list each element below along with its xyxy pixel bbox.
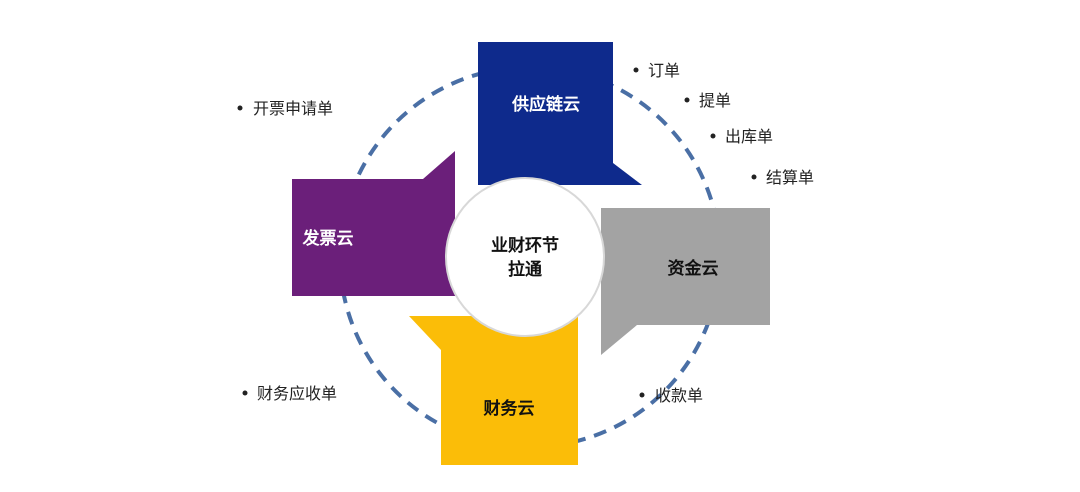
invoice-cloud-label: 发票云 xyxy=(302,228,354,249)
bullet-dot xyxy=(242,390,248,396)
center-circle xyxy=(445,177,605,337)
bullet-item: 结算单 xyxy=(766,168,814,187)
supply-chain-bullet-list: 订单 提单 出库单 结算单 xyxy=(633,61,814,187)
bullet-dot xyxy=(710,133,716,139)
funds-cloud-block: 资金云 xyxy=(601,208,770,355)
bullet-item: 收款单 xyxy=(655,386,703,405)
bullet-dot xyxy=(639,392,645,398)
bullet-dot xyxy=(684,97,690,103)
bullet-item: 开票申请单 xyxy=(253,99,333,118)
bullet-item: 订单 xyxy=(648,61,680,80)
finance-cloud-block: 财务云 xyxy=(409,316,578,465)
funds-cloud-label: 资金云 xyxy=(668,258,719,279)
invoice-bullet-list: 开票申请单 xyxy=(237,99,333,118)
finance-cloud-label: 财务云 xyxy=(483,398,535,419)
bullet-dot xyxy=(633,67,639,73)
finance-bullet-list: 财务应收单 xyxy=(242,384,337,403)
center-hub: 业财环节 拉通 xyxy=(445,177,605,337)
bullet-dot xyxy=(751,174,757,180)
supply-chain-cloud-label: 供应链云 xyxy=(511,94,580,115)
bullet-dot xyxy=(237,105,243,111)
supply-chain-cloud-block: 供应链云 xyxy=(478,42,642,185)
center-label-line1: 业财环节 xyxy=(491,235,559,256)
invoice-cloud-block: 发票云 xyxy=(292,151,455,296)
bullet-item: 出库单 xyxy=(725,127,773,146)
bullet-item: 财务应收单 xyxy=(257,384,337,403)
funds-bullet-list: 收款单 xyxy=(639,386,703,405)
bullet-item: 提单 xyxy=(699,91,731,110)
supply-chain-cloud-shape xyxy=(478,42,642,185)
funds-cloud-shape xyxy=(601,208,770,355)
finance-cloud-shape xyxy=(409,316,578,465)
center-label-line2: 拉通 xyxy=(508,259,542,280)
invoice-cloud-shape xyxy=(292,151,455,296)
